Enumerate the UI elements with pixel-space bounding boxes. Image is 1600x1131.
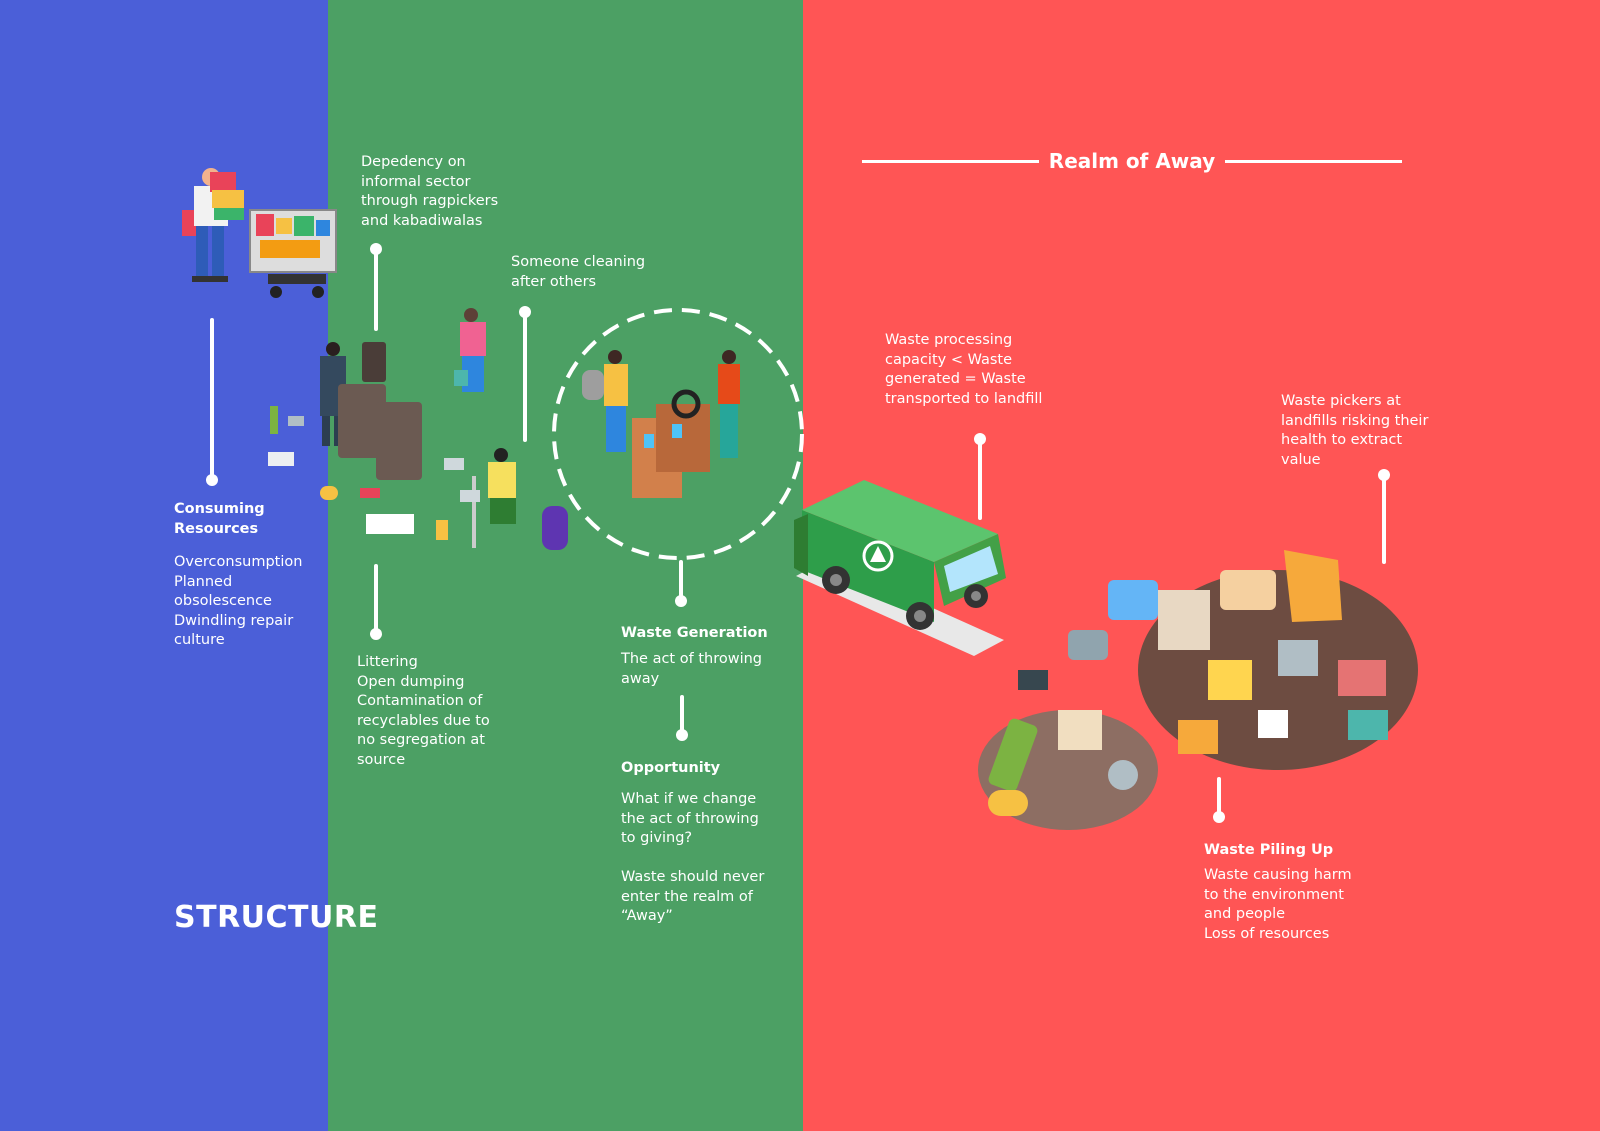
- waste-pile-icon: [978, 550, 1418, 830]
- consuming-connector: [210, 318, 214, 480]
- piling-connector: [1217, 777, 1221, 817]
- littering-text: Littering Open dumping Contamination of …: [357, 654, 490, 768]
- bin-and-people-icon: [268, 308, 568, 550]
- generation-connector-dot: [675, 595, 687, 607]
- cleaning-connector: [523, 312, 527, 442]
- pickers-text: Waste pickers at landfills risking their…: [1281, 393, 1429, 468]
- green-panel: [328, 0, 803, 1131]
- processing-text: Waste processing capacity < Waste genera…: [885, 332, 1043, 407]
- realm-rule-left: [862, 159, 1039, 163]
- generation-body: The act of throwing away: [621, 651, 762, 687]
- cleaning-text: Someone cleaning after others: [511, 254, 646, 290]
- generation-connector: [679, 560, 683, 600]
- piling-body: Waste causing harm to the environment an…: [1204, 867, 1352, 942]
- structure-title: STRUCTURE: [174, 900, 379, 935]
- littering-connector-dot: [370, 628, 382, 640]
- garbage-truck-icon: [794, 480, 1006, 656]
- realm-heading: Realm of Away: [862, 146, 1402, 176]
- shopper-with-cart-icon: [182, 168, 337, 298]
- segregation-circle-icon: [552, 308, 804, 560]
- blue-panel: [0, 0, 328, 1131]
- opportunity-title: Opportunity: [621, 760, 721, 776]
- realm-rule-right: [1225, 159, 1402, 163]
- dependency-connector: [374, 248, 378, 331]
- opportunity-connector: [680, 695, 684, 735]
- opportunity-body: What if we change the act of throwing to…: [621, 791, 759, 847]
- opportunity-connector-dot: [676, 729, 688, 741]
- realm-heading-label: Realm of Away: [1048, 149, 1216, 173]
- consuming-title: Consuming Resources: [174, 501, 265, 537]
- piling-connector-dot: [1213, 811, 1225, 823]
- processing-connector: [978, 438, 982, 520]
- piling-title: Waste Piling Up: [1204, 842, 1334, 858]
- generation-title: Waste Generation: [621, 625, 768, 641]
- consuming-connector-dot: [206, 474, 218, 486]
- dependency-text: Depedency on informal sector through rag…: [361, 154, 499, 229]
- littering-connector: [374, 564, 378, 632]
- pickers-connector: [1382, 474, 1386, 564]
- opportunity-body-2: Waste should never enter the realm of “A…: [621, 869, 765, 925]
- consuming-body: Overconsumption Planned obsolescence Dwi…: [174, 554, 303, 649]
